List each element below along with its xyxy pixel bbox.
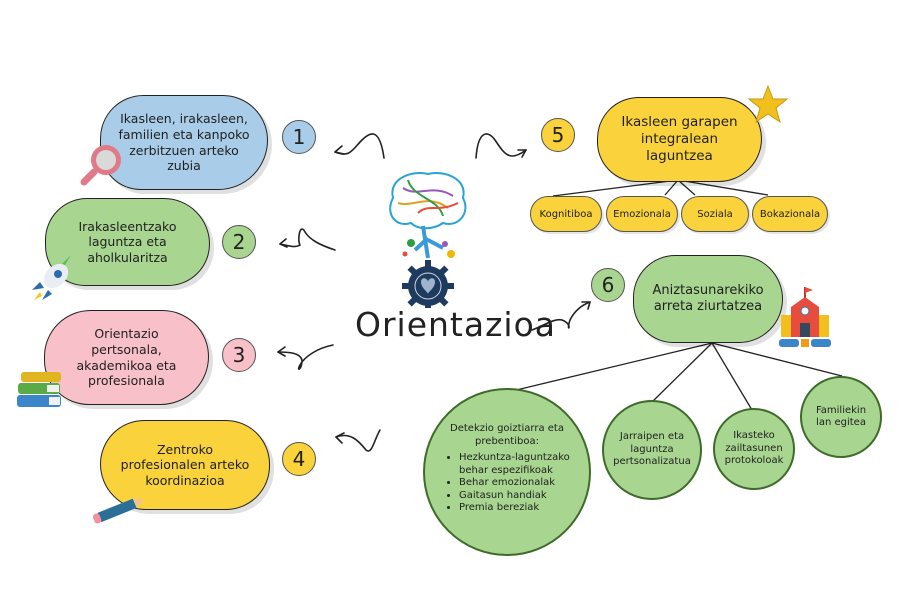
detekzio-item: Gaitasun handiak bbox=[459, 490, 573, 503]
brain-tree-gear-icon bbox=[389, 172, 467, 308]
pencil-icon bbox=[92, 498, 144, 524]
child-label: Jarraipen eta laguntza pertsonalizatua bbox=[613, 431, 691, 468]
branch-5-box: Ikasleen garapen integralean laguntzea bbox=[597, 97, 762, 182]
detekzio-item: Behar emozionalak bbox=[459, 477, 573, 490]
branch-5-child-soziala: Soziala bbox=[681, 196, 749, 232]
branch-6-box: Aniztasunarekiko arreta ziurtatzea bbox=[633, 255, 783, 343]
arrowhead-2 bbox=[279, 238, 288, 248]
child-label: Bokazionala bbox=[759, 208, 821, 220]
child-label: Kognitiboa bbox=[539, 208, 593, 220]
child-label: Emozionala bbox=[613, 208, 671, 220]
branch-2-number: 2 bbox=[222, 225, 256, 259]
arrow-to-2 bbox=[279, 228, 336, 251]
arrow-to-3 bbox=[277, 344, 334, 370]
branch-6-child-jarraipen: Jarraipen eta laguntza pertsonalizatua bbox=[602, 400, 702, 500]
arrow-to-6 bbox=[531, 301, 591, 331]
rocket-icon bbox=[32, 255, 71, 300]
branch-3-box: Orientazio pertsonala, akademikoa eta pr… bbox=[44, 310, 209, 405]
branch-6-number: 6 bbox=[591, 268, 625, 302]
magnifying-glass-icon bbox=[80, 145, 121, 186]
branch-1-number: 1 bbox=[282, 120, 316, 154]
school-icon bbox=[779, 287, 831, 347]
branch-3-text: Orientazio pertsonala, akademikoa eta pr… bbox=[76, 326, 177, 389]
books-icon bbox=[17, 372, 61, 407]
child-label: Soziala bbox=[697, 208, 733, 220]
branch-4-box: Zentroko profesionalen arteko koordinazi… bbox=[100, 420, 270, 510]
branch-2-box: Irakasleentzako laguntza eta aholkularit… bbox=[45, 198, 210, 286]
branch-5-text: Ikasleen garapen integralean laguntzea bbox=[621, 114, 738, 164]
connector-6-ikasteko bbox=[711, 342, 753, 411]
branch-6-child-ikasteko: Ikasteko zailtasunen protokoloak bbox=[713, 408, 795, 490]
child-label: Familiekin lan egitea bbox=[815, 404, 867, 429]
star-icon bbox=[748, 84, 788, 124]
arrowhead-5 bbox=[517, 149, 527, 158]
branch-3-number: 3 bbox=[222, 338, 256, 372]
central-title: Orientazioa bbox=[355, 305, 556, 344]
branch-4-number: 4 bbox=[282, 442, 316, 476]
detekzio-item: Hezkuntza-laguntzako behar espezifikoak bbox=[459, 452, 573, 477]
connector-5-emozionala bbox=[664, 179, 679, 196]
detekzio-heading: Detekzio goiztiarra eta prebentiboa: bbox=[450, 423, 564, 447]
branch-5-child-kognitiboa: Kognitiboa bbox=[530, 196, 602, 232]
arrow-to-4 bbox=[335, 429, 381, 452]
connector-5-kognitiboa bbox=[552, 179, 679, 197]
detekzio-item: Premia bereziak bbox=[459, 502, 573, 515]
arrowhead-1 bbox=[334, 145, 345, 155]
detekzio-list: Hezkuntza-laguntzako behar espezifikoak … bbox=[441, 452, 573, 515]
branch-5-child-emozionala: Emozionala bbox=[606, 196, 678, 232]
connector-5-bokazionala bbox=[677, 179, 769, 196]
branch-6-child-detekzio: Detekzio goiztiarra eta prebentiboa: Hez… bbox=[423, 388, 591, 556]
connector-6-detekzio bbox=[507, 342, 713, 393]
branch-2-text: Irakasleentzako laguntza eta aholkularit… bbox=[78, 218, 177, 265]
arrowhead-6 bbox=[581, 301, 591, 310]
branch-5-child-bokazionala: Bokazionala bbox=[752, 196, 828, 232]
branch-6-child-familiekin: Familiekin lan egitea bbox=[800, 376, 882, 458]
arrowhead-3 bbox=[277, 346, 286, 357]
connector-6-familiekin bbox=[711, 342, 843, 377]
arrowhead-4 bbox=[335, 432, 345, 444]
branch-4-text: Zentroko profesionalen arteko koordinazi… bbox=[120, 441, 250, 488]
arrow-to-5 bbox=[475, 133, 527, 159]
branch-1-box: Ikasleen, irakasleen, familien eta kanpo… bbox=[100, 95, 268, 190]
connector-5-soziala bbox=[677, 179, 696, 196]
child-label: Ikasteko zailtasunen protokoloak bbox=[724, 430, 784, 467]
arrow-to-1 bbox=[334, 133, 385, 159]
connector-6-jarraipen bbox=[651, 342, 713, 403]
branch-1-text: Ikasleen, irakasleen, familien eta kanpo… bbox=[118, 111, 250, 174]
branch-5-number: 5 bbox=[541, 118, 575, 152]
branch-6-text: Aniztasunarekiko arreta ziurtatzea bbox=[652, 282, 764, 314]
